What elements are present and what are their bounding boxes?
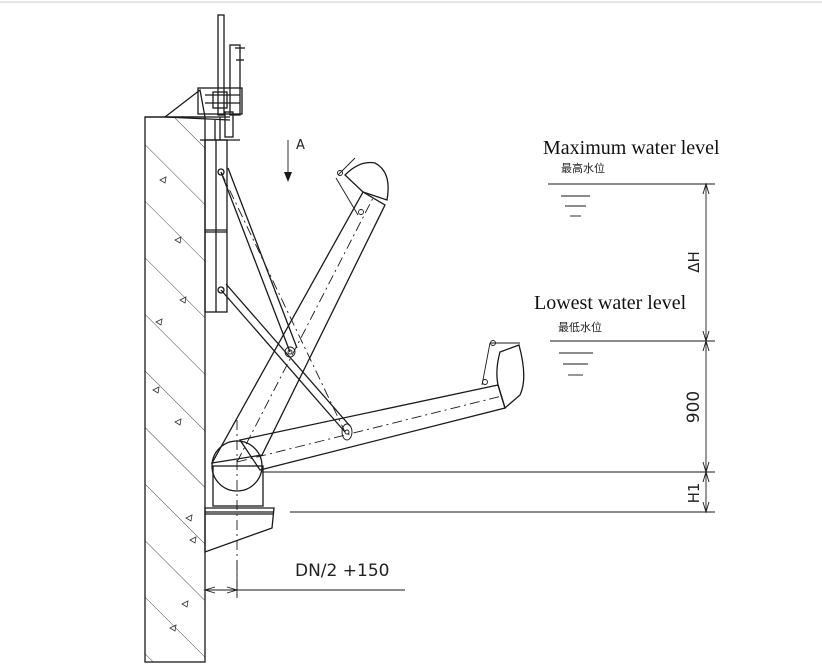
max-water-level: Maximum water level 最高水位 — [543, 137, 720, 217]
vertical-dimensions — [702, 182, 710, 514]
view-arrow-a: A — [284, 138, 305, 182]
guide-column — [204, 139, 228, 313]
bottom-bracket — [204, 507, 275, 553]
dn-dimension-label: DN/2 +150 — [295, 561, 389, 581]
min-level-label-en: Lowest water level — [534, 292, 687, 314]
concrete-wall — [144, 116, 206, 663]
rotary-joint — [211, 420, 264, 600]
hoist-assembly — [197, 14, 245, 141]
dn-dimension: DN/2 +150 — [203, 560, 405, 598]
top-wall-bracket — [145, 88, 231, 121]
view-a-label: A — [296, 138, 305, 153]
max-level-label-en: Maximum water level — [543, 137, 720, 159]
delta-h-dimension: ΔH — [685, 251, 703, 273]
min-water-level: Lowest water level 最低水位 — [534, 292, 715, 376]
upper-decanter-arm — [210, 157, 389, 464]
dim-900: 900 — [684, 391, 704, 423]
lower-decanter-arm — [236, 340, 525, 471]
linkage-rods — [220, 167, 351, 433]
h1-dimension: H1 — [685, 483, 703, 504]
max-level-label-cn: 最高水位 — [561, 161, 605, 175]
min-level-label-cn: 最低水位 — [558, 320, 602, 334]
